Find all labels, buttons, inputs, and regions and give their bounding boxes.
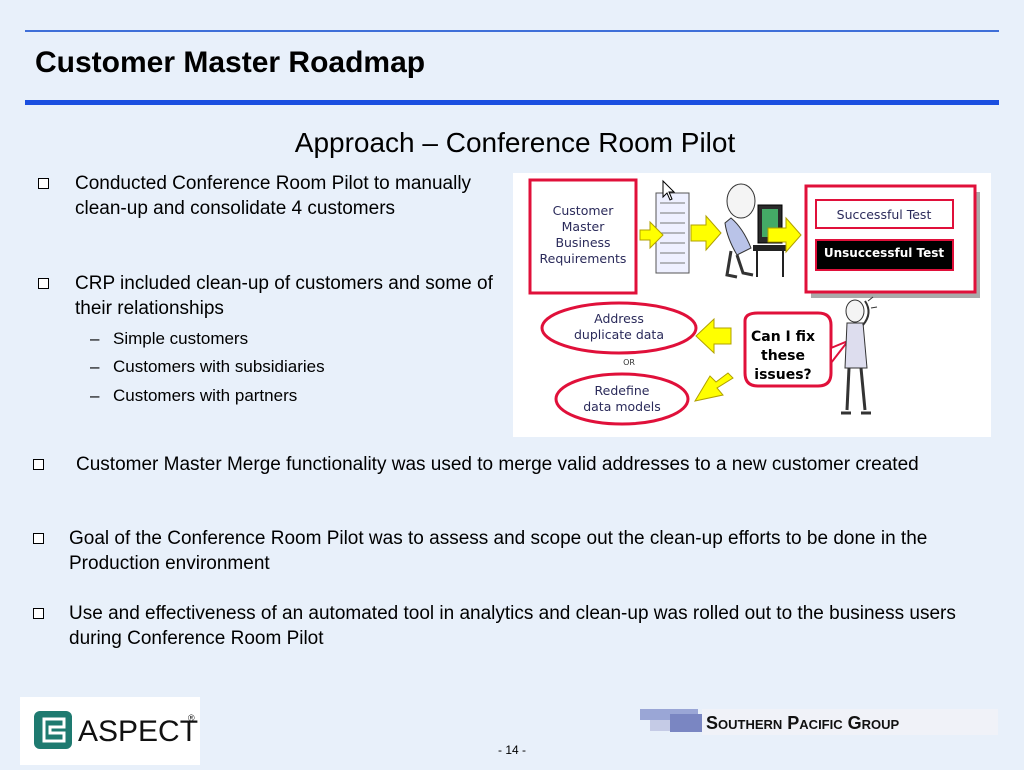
bullet-text: CRP included clean-up of customers and s… [75,273,493,319]
bullet-text: Conducted Conference Room Pilot to manua… [75,173,472,219]
bullet-item: Goal of the Conference Room Pilot was to… [33,526,993,576]
sub-bullet-item: – Simple customers [90,329,249,348]
or-label: OR [623,358,635,367]
successful-test-box [815,199,954,229]
aspect-logo-text: ASPECT [78,715,198,748]
sub-bullet-item: – Customers with partners [90,386,298,405]
redefine-label: data models [583,399,661,414]
puzzled-person-icon [841,296,878,415]
sub-bullet-text: Customers with partners [113,386,298,405]
requirements-label: Business [555,235,610,250]
redefine-label: Redefine [595,383,650,398]
thought-bubble [743,311,833,388]
successful-test-label: Successful Test [837,207,932,222]
requirements-label: Customer [553,203,615,218]
checkbox-bullet-icon [33,459,44,470]
process-diagram: Customer Master Business Requirements Su… [513,173,991,437]
bullet-text: Customer Master Merge functionality was … [76,454,919,475]
spg-logo-svg: Southern Pacific Group [640,709,998,735]
arrow-left-icon [693,372,734,402]
checkbox-bullet-icon [33,608,44,619]
unsuccessful-test-label: Unsuccessful Test [824,246,945,260]
bullet-item: Customer Master Merge functionality was … [33,452,953,477]
page-number: - 14 - [497,743,526,757]
spg-logo-text: Southern Pacific Group [706,713,900,733]
southern-pacific-group-logo: Southern Pacific Group [640,706,998,738]
bullet-text: Goal of the Conference Room Pilot was to… [69,528,928,574]
checkbox-bullet-icon [33,533,44,544]
aspect-reg-mark: ® [188,713,195,723]
question-label: Can I fix [751,329,815,345]
sub-bullet-text: Customers with subsidiaries [113,357,325,376]
address-label: duplicate data [574,327,664,342]
person-at-computer-icon [724,183,787,279]
question-label: issues? [754,367,811,383]
bullet-item: Use and effectiveness of an automated to… [33,601,993,651]
question-label: these [761,348,805,364]
requirements-label: Master [562,219,606,234]
bullet-item: Conducted Conference Room Pilot to manua… [38,171,478,221]
arrow-right-icon [690,214,722,252]
title-rule [25,100,999,105]
checkbox-bullet-icon [38,278,49,289]
aspect-logo: ASPECT ® [20,697,200,765]
arrow-left-icon [695,317,732,355]
redefine-models-ellipse [554,372,690,426]
aspect-logo-svg: ASPECT ® [34,711,198,749]
requirements-box [528,178,638,295]
section-subtitle: Approach – Conference Room Pilot [294,127,736,158]
document-list-icon [655,179,690,274]
arrow-right-icon [639,220,664,250]
checkbox-bullet-icon [38,178,49,189]
process-diagram-svg: Customer Master Business Requirements Su… [528,178,980,426]
top-divider [25,30,999,32]
arrow-right-icon [767,216,802,254]
requirements-label: Requirements [540,251,627,266]
unsuccessful-test-box [815,239,954,271]
bullet-item: CRP included clean-up of customers and s… [38,271,498,321]
address-label: Address [594,311,644,326]
bullet-text: Use and effectiveness of an automated to… [69,603,956,649]
sub-bullet-text: Simple customers [113,329,249,348]
page-title: Customer Master Roadmap [35,46,426,79]
address-duplicate-ellipse [540,301,698,355]
sub-bullet-item: – Customers with subsidiaries [90,357,325,376]
